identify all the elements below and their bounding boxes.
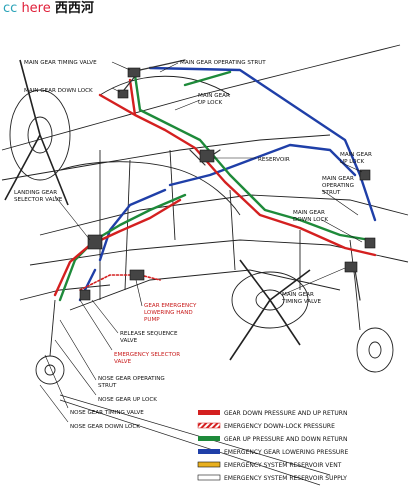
legend-label-reservoir-supply: EMERGENCY SYSTEM RESERVOIR SUPPLY [224,475,347,482]
label-main-gear-up-lock-right-1: MAIN GEAR [340,152,372,158]
label-landing-gear-selector-2: SELECTOR VALVE [14,197,63,203]
component-release-sequence-valve [79,289,91,301]
label-main-gear-down-lock-right-1: MAIN GEAR [293,210,325,216]
watermark-here: here [21,1,51,16]
label-release-sequence-1: RELEASE SEQUENCE [120,331,178,337]
line-gear-up [58,70,372,302]
legend-label-reservoir-vent: EMERGENCY SYSTEM RESERVOIR VENT [224,462,342,469]
label-emergency-selector-2: VALVE [114,359,132,365]
components [79,67,376,301]
label-main-gear-operating-right-1: MAIN GEAR [322,176,354,182]
legend: GEAR DOWN PRESSURE AND UP RETURN EMERGEN… [197,410,348,482]
legend-label-gear-down: GEAR DOWN PRESSURE AND UP RETURN [224,410,347,417]
leader-lines [39,61,363,423]
label-main-gear-operating-right-3: STRUT [322,190,341,196]
legend-swatch-reservoir-supply [197,474,221,481]
label-main-gear-timing-right-1: MAIN GEAR [282,292,314,298]
legend-item-reservoir-supply: EMERGENCY SYSTEM RESERVOIR SUPPLY [197,474,347,482]
label-gear-emergency-lowering-2: LOWERING HAND [144,310,193,316]
watermark-site-name: 西西河 [54,1,94,16]
label-landing-gear-selector-1: LANDING GEAR [14,190,57,196]
label-main-gear-operating-strut-top: MAIN GEAR OPERATING STRUT [180,60,266,66]
label-main-gear-down-lock-right-2: DOWN LOCK [293,217,328,223]
legend-item-gear-up: GEAR UP PRESSURE AND DOWN RETURN [198,436,347,443]
label-gear-emergency-lowering-1: GEAR EMERGENCY [144,303,197,309]
watermark-cc: cc [3,1,18,16]
label-gear-emergency-lowering-3: PUMP [144,317,160,323]
watermark: cc here 西西河 [3,2,94,16]
label-emergency-selector-1: EMERGENCY SELECTOR [114,352,180,358]
line-emergency-lowering [78,66,377,302]
component-reservoir [199,149,215,163]
component-emergency-pump [129,269,145,281]
legend-item-emergency-lowering: EMERGENCY GEAR LOWERING PRESSURE [198,449,348,456]
legend-swatch-emergency-downlock [197,422,221,429]
component-main-timing-valve-right [344,261,358,273]
component-main-up-lock-right [359,169,371,181]
component-main-down-lock-right [364,237,376,249]
label-nose-gear-operating-1: NOSE GEAR OPERATING [98,376,165,382]
label-main-gear-up-lock-right-2: UP LOCK [340,159,364,165]
legend-label-gear-up: GEAR UP PRESSURE AND DOWN RETURN [224,436,347,443]
legend-swatch-gear-up [198,436,220,441]
line-gear-down [53,78,377,297]
label-main-gear-operating-right-2: OPERATING [322,183,354,189]
legend-item-gear-down: GEAR DOWN PRESSURE AND UP RETURN [198,410,347,417]
label-nose-gear-down-lock: NOSE GEAR DOWN LOCK [70,424,140,430]
label-main-gear-down-lock-left: MAIN GEAR DOWN LOCK [24,88,93,94]
aircraft-outline [1,44,409,486]
label-main-gear-up-lock-1: MAIN GEAR [198,93,230,99]
label-nose-gear-up-lock: NOSE GEAR UP LOCK [98,397,157,403]
legend-item-emergency-downlock: EMERGENCY DOWN-LOCK PRESSURE [197,422,335,430]
line-emergency-downlock [79,274,161,291]
label-nose-gear-timing-valve: NOSE GEAR TIMING VALVE [70,410,144,416]
legend-label-emergency-downlock: EMERGENCY DOWN-LOCK PRESSURE [224,423,335,430]
component-main-timing-valve-left [127,67,141,78]
component-main-down-lock-left [117,89,129,99]
legend-label-emergency-lowering: EMERGENCY GEAR LOWERING PRESSURE [224,449,348,456]
labels: MAIN GEAR TIMING VALVE MAIN GEAR DOWN LO… [14,60,372,430]
label-main-gear-timing-right-2: TIMING VALVE [281,299,321,305]
label-reservoir: RESERVOIR [258,157,290,163]
label-main-gear-up-lock-2: UP LOCK [198,100,222,106]
legend-swatch-emergency-lowering [198,449,220,454]
legend-item-reservoir-vent: EMERGENCY SYSTEM RESERVOIR VENT [197,461,342,469]
legend-swatch-gear-down [198,410,220,415]
label-main-gear-timing-valve-left: MAIN GEAR TIMING VALVE [24,60,97,66]
label-nose-gear-operating-2: STRUT [98,383,117,389]
component-selector-valve [87,234,103,250]
label-release-sequence-2: VALVE [120,338,138,344]
legend-swatch-reservoir-vent [197,461,221,468]
